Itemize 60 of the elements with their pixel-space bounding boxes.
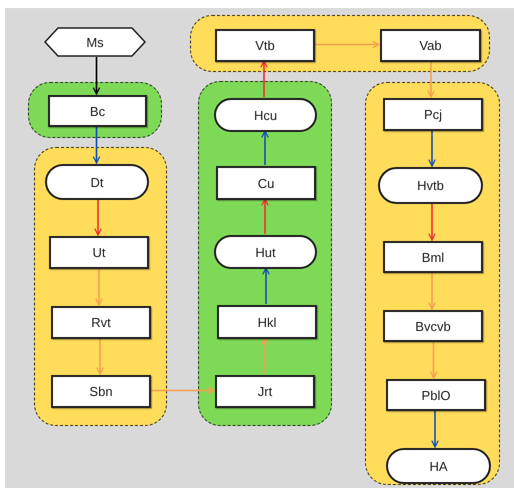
- group-panel: [190, 15, 490, 72]
- node-label: Bvcvb: [415, 318, 451, 334]
- arrow: [261, 198, 269, 234]
- arrow: [428, 203, 436, 241]
- node-label: Dt: [90, 174, 104, 190]
- process-box: [215, 29, 315, 62]
- process-box: [49, 236, 149, 269]
- process-box: [380, 29, 481, 62]
- arrow: [94, 199, 102, 236]
- process-box: [386, 379, 486, 411]
- arrow: [314, 40, 380, 48]
- node-label: Hut: [255, 244, 276, 260]
- process-box: [215, 375, 315, 408]
- arrow: [260, 60, 268, 97]
- process-box: [48, 95, 147, 127]
- arrow: [262, 267, 270, 304]
- node-label: Hvtb: [417, 178, 444, 193]
- arrow: [428, 130, 436, 167]
- node-label: Hkl: [258, 314, 276, 330]
- node-label: Bc: [90, 104, 106, 118]
- arrow: [95, 268, 103, 306]
- node-label: Bml: [422, 250, 444, 264]
- process-box: [383, 241, 483, 273]
- terminal-node: [214, 235, 317, 269]
- node-label: Vab: [419, 38, 442, 53]
- group-panel: [34, 147, 167, 426]
- arrow: [92, 126, 100, 164]
- group-panel: [198, 81, 332, 426]
- group-panel: [28, 82, 162, 138]
- process-box: [383, 98, 483, 131]
- group-panel: [365, 82, 500, 485]
- node-label: Jrt: [258, 384, 272, 399]
- process-box: [51, 306, 151, 339]
- node-label: Hcu: [254, 108, 278, 122]
- arrow: [427, 61, 435, 98]
- arrow: [428, 272, 436, 310]
- process-box: [216, 166, 316, 200]
- arrow: [96, 338, 104, 375]
- node-label: Rvt: [91, 315, 111, 330]
- terminal-node: [45, 164, 149, 200]
- node-label: Cu: [258, 176, 274, 190]
- arrow: [92, 57, 100, 95]
- process-box: [217, 305, 317, 339]
- node-label: Vtb: [255, 38, 275, 53]
- process-box: [383, 310, 483, 342]
- node-label: HA: [429, 458, 448, 474]
- arrow: [150, 386, 215, 394]
- node-label: Sbn: [89, 384, 113, 399]
- process-box: [51, 375, 151, 408]
- node-label: Ms: [86, 34, 104, 50]
- node-label: Pcj: [424, 107, 442, 122]
- node-label: Ut: [92, 245, 106, 260]
- arrow: [261, 130, 269, 165]
- terminal-node: [214, 98, 317, 132]
- arrow: [261, 337, 269, 374]
- arrow: [431, 410, 439, 448]
- node-label: PblO: [422, 388, 450, 402]
- arrow: [430, 341, 438, 379]
- terminal-node: [386, 448, 491, 484]
- terminal-node: [378, 167, 483, 204]
